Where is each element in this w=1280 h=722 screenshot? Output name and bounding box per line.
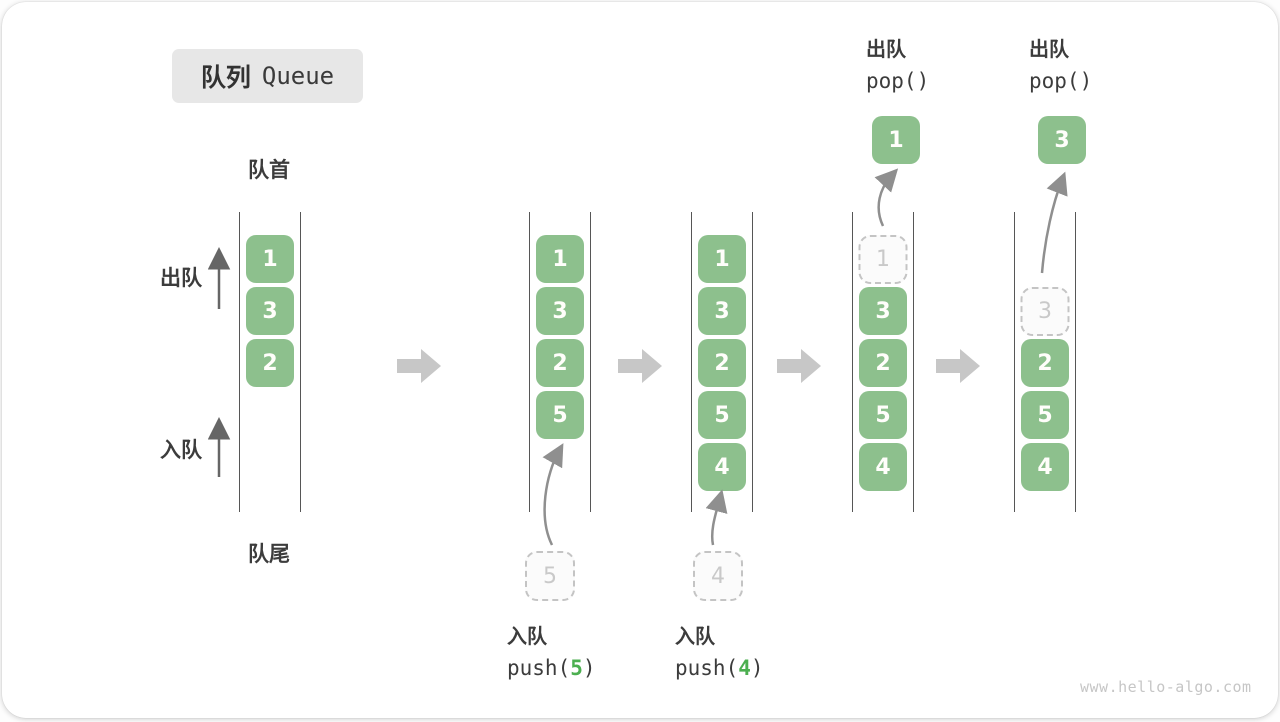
queue-item: 3	[246, 287, 294, 335]
queue-item: 1	[536, 235, 584, 283]
queue-item: 2	[1021, 339, 1069, 387]
queue-item: 2	[536, 339, 584, 387]
title-en: Queue	[261, 62, 335, 90]
queue-item: 5	[698, 391, 746, 439]
queue-item: 3	[536, 287, 584, 335]
incoming-item-5: 5	[525, 551, 575, 601]
title-zh: 队列	[200, 63, 251, 92]
queue-item: 4	[698, 443, 746, 491]
op-push5-code: push(5)	[507, 656, 596, 680]
queue-state-2: 1 3 2 5	[529, 212, 591, 512]
label-queue-front: 队首	[248, 158, 290, 182]
queue-item: 2	[698, 339, 746, 387]
queue-item: 2	[246, 339, 294, 387]
transition-arrow-4	[936, 349, 980, 383]
queue-state-4: 1 3 2 5 4	[852, 212, 914, 512]
title-box: 队列 Queue	[172, 49, 363, 103]
incoming-item-4: 4	[693, 551, 743, 601]
op-push4-label: 入队	[675, 624, 715, 648]
queue-item: 5	[859, 391, 907, 439]
transition-arrow-3	[777, 349, 821, 383]
op-pop1-label: 出队	[866, 37, 906, 61]
op-pop2: 出队 pop()	[1029, 33, 1092, 93]
queue-item: 4	[859, 443, 907, 491]
label-queue-rear: 队尾	[248, 542, 290, 566]
queue-item: 1	[698, 235, 746, 283]
op-push4: 入队 push(4)	[675, 620, 764, 680]
queue-item: 3	[698, 287, 746, 335]
op-pop1: 出队 pop()	[866, 33, 929, 93]
queue-item: 5	[536, 391, 584, 439]
op-push5-label: 入队	[507, 624, 547, 648]
removed-item-3: 3	[1020, 287, 1070, 336]
popped-item-1: 1	[872, 116, 920, 164]
removed-item-1: 1	[858, 235, 908, 284]
queue-item: 2	[859, 339, 907, 387]
op-push4-arg: 4	[738, 656, 751, 680]
op-push4-code: push(4)	[675, 656, 764, 680]
popped-item-3: 3	[1038, 116, 1086, 164]
queue-state-1: 1 3 2	[239, 212, 301, 512]
queue-item: 3	[859, 287, 907, 335]
queue-state-5: 3 2 5 4	[1014, 212, 1076, 512]
queue-item: 5	[1021, 391, 1069, 439]
watermark: www.hello-algo.com	[1080, 678, 1252, 696]
queue-item: 4	[1021, 443, 1069, 491]
label-enqueue-side: 入队	[160, 438, 202, 462]
op-pop2-code: pop()	[1029, 69, 1093, 93]
op-push5: 入队 push(5)	[507, 620, 596, 680]
op-push5-arg: 5	[570, 656, 583, 680]
transition-arrow-1	[397, 349, 441, 383]
transition-arrow-2	[618, 349, 662, 383]
op-pop1-code: pop()	[866, 69, 930, 93]
label-dequeue-side: 出队	[160, 266, 202, 290]
queue-state-3: 1 3 2 5 4	[691, 212, 753, 512]
op-pop2-label: 出队	[1029, 37, 1069, 61]
queue-item: 1	[246, 235, 294, 283]
